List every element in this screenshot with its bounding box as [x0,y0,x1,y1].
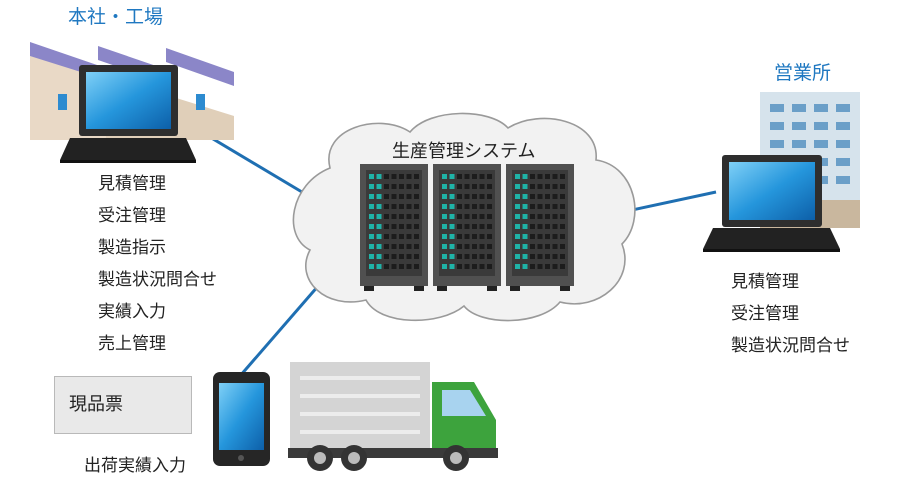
tablet-icon [213,372,270,466]
shipping-label: 出荷実績入力 [84,456,186,476]
product-tag-label: 現品票 [69,394,123,415]
server-rack-icon [433,164,501,291]
link-office [631,190,717,212]
office-function-list: 見積管理 受注管理 製造状況問合せ [731,266,850,362]
list-item: 見積管理 [731,272,799,292]
list-item: 受注管理 [98,206,166,226]
hq-title: 本社・工場 [68,6,164,28]
product-tag: 現品票 [54,376,192,434]
server-rack-icon [360,164,428,291]
server-group [360,164,574,291]
server-rack-icon [506,164,574,291]
list-item: 製造状況問合せ [98,270,217,290]
list-item: 製造指示 [98,238,166,258]
list-item: 見積管理 [98,174,166,194]
list-item: 受注管理 [731,304,799,324]
office-title: 営業所 [774,62,832,84]
list-item: 実績入力 [98,302,166,322]
laptop-icon [703,155,840,252]
list-item: 製造状況問合せ [731,336,850,356]
hq-function-list: 見積管理 受注管理 製造指示 製造状況問合せ 実績入力 売上管理 [98,168,217,360]
system-title: 生産管理システム [392,141,536,162]
list-item: 売上管理 [98,334,166,354]
laptop-icon [60,65,196,163]
truck-icon [288,362,498,471]
